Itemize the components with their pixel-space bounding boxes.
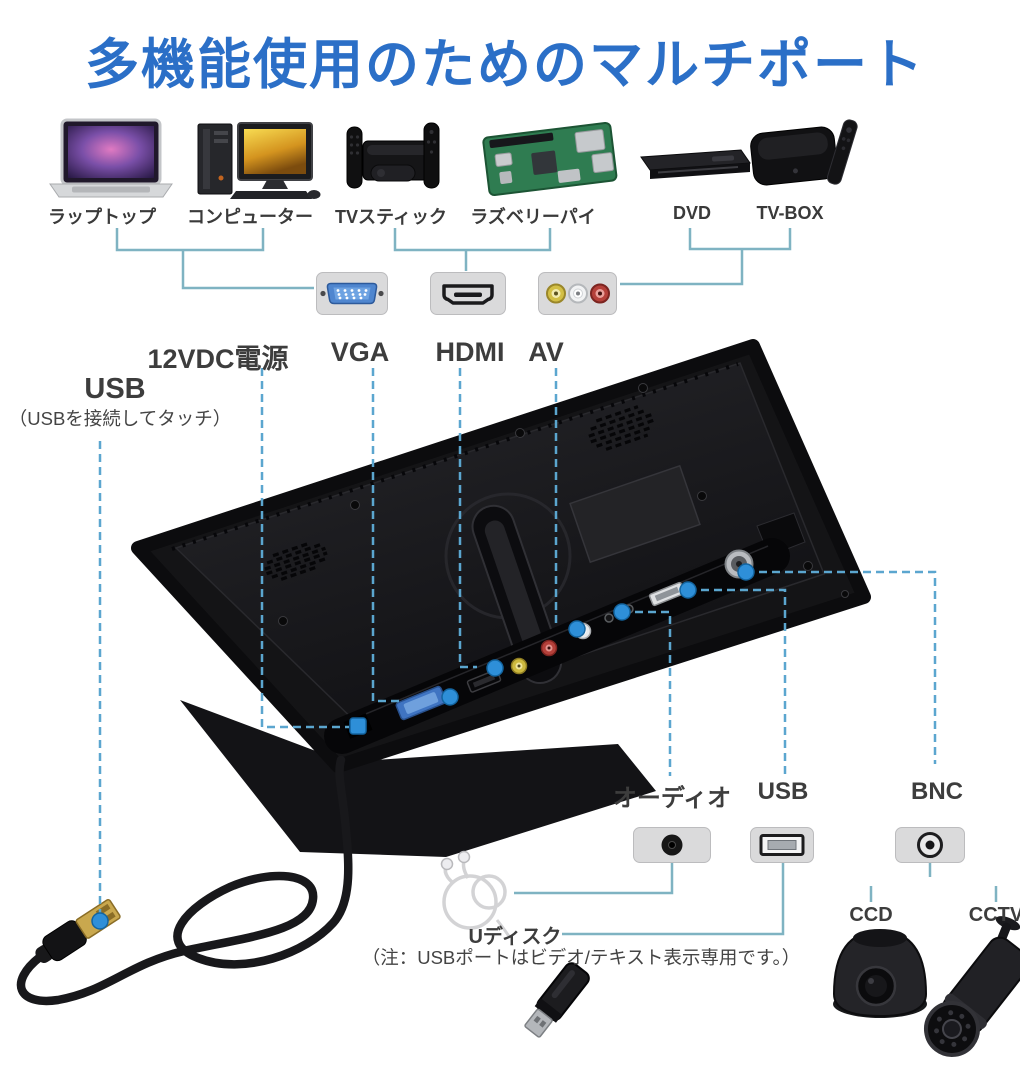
tv-stick-illustration xyxy=(346,122,440,189)
hdmi-port-box xyxy=(430,272,506,315)
ccd-camera-illustration xyxy=(832,929,928,1018)
marker-usb-cable xyxy=(91,912,109,930)
bnc-icon xyxy=(917,832,943,858)
marker-audio xyxy=(613,603,631,621)
callout-audio xyxy=(622,610,672,776)
monitor-illustration xyxy=(131,339,871,857)
callout-hdmi xyxy=(458,368,477,669)
monitor-stand-shadow xyxy=(180,700,656,857)
vga-icon xyxy=(320,282,384,305)
vga-port-box xyxy=(316,272,388,315)
monitor-av-red-port xyxy=(540,639,558,657)
label-usb-touch-note: （USBを接続してタッチ） xyxy=(8,408,232,429)
rca-white xyxy=(567,283,588,304)
label-av: AV xyxy=(528,337,564,367)
dashed-callout-lines xyxy=(98,368,937,913)
dvd-player-illustration xyxy=(640,149,751,179)
label-vga: VGA xyxy=(330,337,390,367)
line-audio-to-earphones xyxy=(514,863,674,895)
marker-bnc xyxy=(737,563,755,581)
av-port-box xyxy=(538,272,617,315)
label-audio: オーディオ xyxy=(612,785,732,812)
label-hdmi: HDMI xyxy=(435,337,505,367)
laptop-illustration xyxy=(49,118,173,198)
bracket-lines xyxy=(115,228,792,290)
label-laptop: ラップトップ xyxy=(48,207,156,227)
bracket-to-vga xyxy=(181,250,314,290)
page-title: 多機能使用のためのマルチポート xyxy=(85,35,925,95)
bracket-dvd-tvbox xyxy=(688,228,792,251)
label-usb-bottom: USB xyxy=(757,778,809,805)
label-bnc: BNC xyxy=(911,778,963,805)
u-disk-note: （注：USBポートはビデオ/テキスト表示専用です。） xyxy=(361,947,801,968)
label-tv-box: TV-BOX xyxy=(756,203,824,223)
label-u-disk: Uディスク xyxy=(468,926,562,948)
port-strip-edge xyxy=(343,545,769,724)
rear-sticker xyxy=(569,464,701,564)
marker-usb xyxy=(679,581,697,599)
av-rca-icon xyxy=(545,283,610,304)
line-usb-to-udisk xyxy=(562,863,785,936)
usb-cable-illustration xyxy=(16,755,353,1006)
tv-box-illustration xyxy=(750,119,858,186)
vent-dots xyxy=(171,362,739,551)
usb-flash-drive-illustration xyxy=(524,962,590,1038)
bnc-port-box xyxy=(895,827,965,863)
marker-av xyxy=(568,620,586,638)
label-cctv: CCTV xyxy=(968,904,1020,926)
callout-vga xyxy=(371,368,399,703)
marker-hdmi xyxy=(486,659,504,677)
rca-yellow xyxy=(545,283,566,304)
raspberry-pi-illustration xyxy=(482,121,618,197)
label-power: 12VDC電源 xyxy=(147,344,289,374)
label-raspberry-pi: ラズベリーパイ xyxy=(470,207,596,227)
bracket-to-av xyxy=(620,249,744,286)
usb-plug xyxy=(35,899,121,963)
rca-red xyxy=(589,283,610,304)
hdmi-icon xyxy=(442,284,494,305)
solid-connector-lines xyxy=(514,863,998,936)
usb-port-box xyxy=(750,827,814,863)
audio-port-box xyxy=(633,827,711,863)
usb-port-icon xyxy=(759,834,805,856)
cctv-camera-illustration xyxy=(923,916,1020,1057)
marker-vga xyxy=(441,688,459,706)
monitor-av-yellow-port xyxy=(510,657,528,675)
callout-usb-bottom xyxy=(688,588,787,776)
label-ccd: CCD xyxy=(849,904,893,926)
label-computer: コンピューター xyxy=(187,207,313,227)
bracket-stick-pi xyxy=(393,228,552,252)
monitor-minijack-1 xyxy=(604,613,614,623)
computer-illustration xyxy=(197,122,321,199)
label-tv-stick: TVスティック xyxy=(335,207,447,227)
earphones-illustration xyxy=(440,850,512,939)
label-dvd: DVD xyxy=(672,203,712,223)
port-marker-dots xyxy=(91,563,755,930)
marker-power xyxy=(349,717,367,735)
label-usb-touch: USB xyxy=(84,373,146,405)
callout-power xyxy=(260,368,349,729)
bracket-laptop-computer xyxy=(115,228,265,252)
callout-bnc xyxy=(746,570,937,764)
audio-jack-icon xyxy=(661,834,683,856)
